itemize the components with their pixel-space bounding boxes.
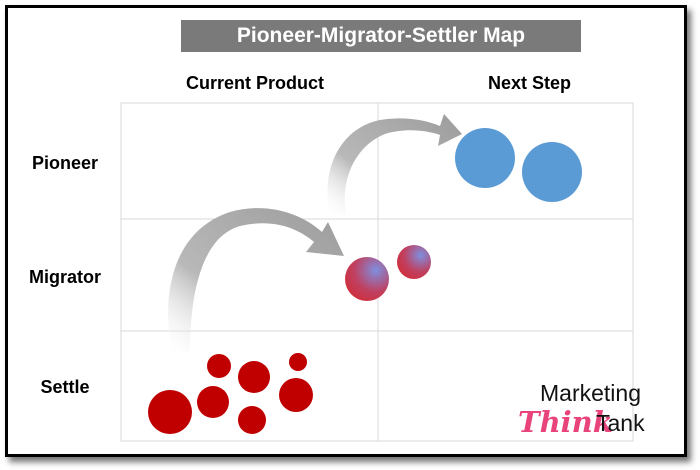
grid-outline bbox=[120, 102, 634, 442]
pioneer-bubble bbox=[455, 128, 515, 188]
settle-bubble bbox=[279, 378, 313, 412]
migrator-bubble bbox=[345, 257, 389, 301]
row-label-migrator: Migrator bbox=[29, 267, 101, 287]
settle-bubble bbox=[207, 354, 231, 378]
arrow-settle-to-migrator bbox=[168, 208, 344, 352]
logo-marketing-text: Marketing bbox=[540, 380, 641, 406]
pioneer-bubble bbox=[522, 142, 582, 202]
diagram-title: Pioneer-Migrator-Settler Map bbox=[236, 24, 526, 47]
settle-bubble bbox=[238, 361, 270, 393]
diagram-frame bbox=[5, 5, 687, 457]
settle-bubble bbox=[238, 406, 266, 434]
logo-think-text: Think bbox=[518, 405, 613, 439]
settle-bubble bbox=[289, 353, 307, 371]
settle-bubble bbox=[148, 390, 192, 434]
column-header-next-step: Next Step bbox=[488, 73, 572, 93]
settle-bubble bbox=[197, 386, 229, 418]
logo-tank-text: Tank bbox=[596, 410, 645, 436]
column-header-current-product: Current Product bbox=[186, 73, 325, 93]
row-label-settle: Settle bbox=[40, 377, 90, 397]
settle-bubbles bbox=[148, 353, 313, 434]
arrow-migrator-to-next-step bbox=[327, 114, 462, 214]
migrator-bubble bbox=[397, 245, 431, 279]
row-label-pioneer: Pioneer bbox=[31, 153, 99, 173]
grid-lines bbox=[120, 102, 634, 442]
title-banner: Pioneer-Migrator-Settler Map bbox=[181, 20, 581, 52]
